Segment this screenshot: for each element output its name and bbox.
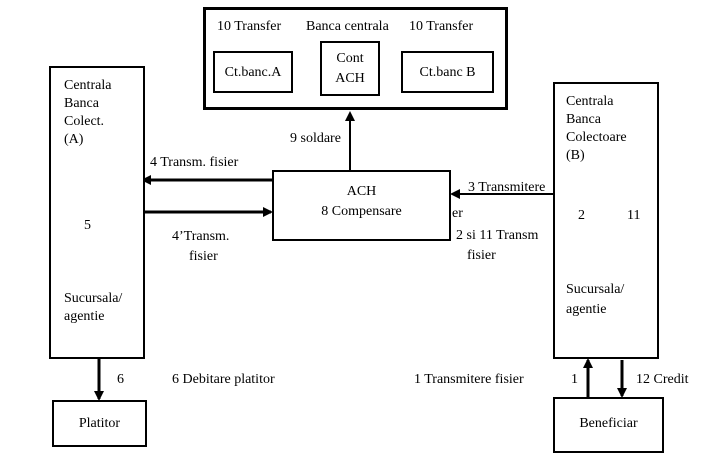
label-2-si-11-2: fisier	[467, 248, 496, 263]
ct-banc-a-box: Ct.banc.A	[213, 51, 293, 93]
centrala-a-bottom2: agentie	[64, 309, 105, 324]
centrala-b-bottom1: Sucursala/	[566, 282, 625, 297]
beneficiar-box: Beneficiar	[553, 397, 664, 453]
centrala-b-line3: Colectoare	[566, 130, 627, 145]
label-step-6: 6	[117, 372, 124, 387]
label-3-transmitere: 3 Transmitere	[468, 180, 546, 195]
label-step-1: 1	[571, 372, 578, 387]
label-step-5: 5	[84, 218, 91, 233]
label-er-fragment: er	[452, 206, 463, 221]
centrala-a-line4: (A)	[64, 132, 84, 147]
ct-banc-a-label: Ct.banc.A	[224, 65, 282, 80]
ct-banc-b-box: Ct.banc B	[401, 51, 494, 93]
cont-ach-line2: ACH	[335, 71, 365, 86]
centrala-a-bottom1: Sucursala/	[64, 291, 123, 306]
centrala-b-line4: (B)	[566, 148, 585, 163]
centrala-b-line2: Banca	[566, 112, 601, 127]
label-step-2: 2	[578, 208, 585, 223]
label-1-transmitere: 1 Transmitere fisier	[414, 372, 524, 387]
centrala-a-box: Centrala Banca Colect. (A) Sucursala/ ag…	[49, 66, 145, 359]
transfer-right-label: 10 Transfer	[409, 19, 474, 34]
centrala-b-box: Centrala Banca Colectoare (B) Sucursala/…	[553, 82, 659, 359]
banca-centrala-title: Banca centrala	[306, 19, 389, 34]
centrala-a-line3: Colect.	[64, 114, 105, 129]
platitor-label: Platitor	[78, 416, 121, 431]
cont-ach-line1: Cont	[336, 51, 364, 66]
label-9-soldare: 9 soldare	[290, 131, 341, 146]
ach-line1: ACH	[346, 184, 377, 199]
ct-banc-b-label: Ct.banc B	[419, 65, 476, 80]
transfer-left-label: 10 Transfer	[217, 19, 282, 34]
cont-ach-box: Cont ACH	[320, 41, 380, 96]
centrala-a-line2: Banca	[64, 96, 99, 111]
centrala-a-line1: Centrala	[64, 78, 112, 93]
centrala-b-line1: Centrala	[566, 94, 614, 109]
label-2-si-11-1: 2 si 11 Transm	[456, 228, 539, 243]
label-step-11: 11	[627, 208, 641, 223]
ach-box: ACH 8 Compensare	[272, 170, 451, 241]
beneficiar-label: Beneficiar	[579, 416, 638, 431]
label-4p-transm-2: fisier	[189, 249, 218, 264]
label-4p-transm-1: 4’Transm.	[172, 229, 230, 244]
label-4-transm-fisier: 4 Transm. fisier	[150, 155, 239, 170]
label-12-credit: 12 Credit	[636, 372, 689, 387]
platitor-box: Platitor	[52, 400, 147, 447]
centrala-b-bottom2: agentie	[566, 302, 607, 317]
label-6-debitare: 6 Debitare platitor	[172, 372, 275, 387]
ach-line2: 8 Compensare	[321, 204, 402, 219]
